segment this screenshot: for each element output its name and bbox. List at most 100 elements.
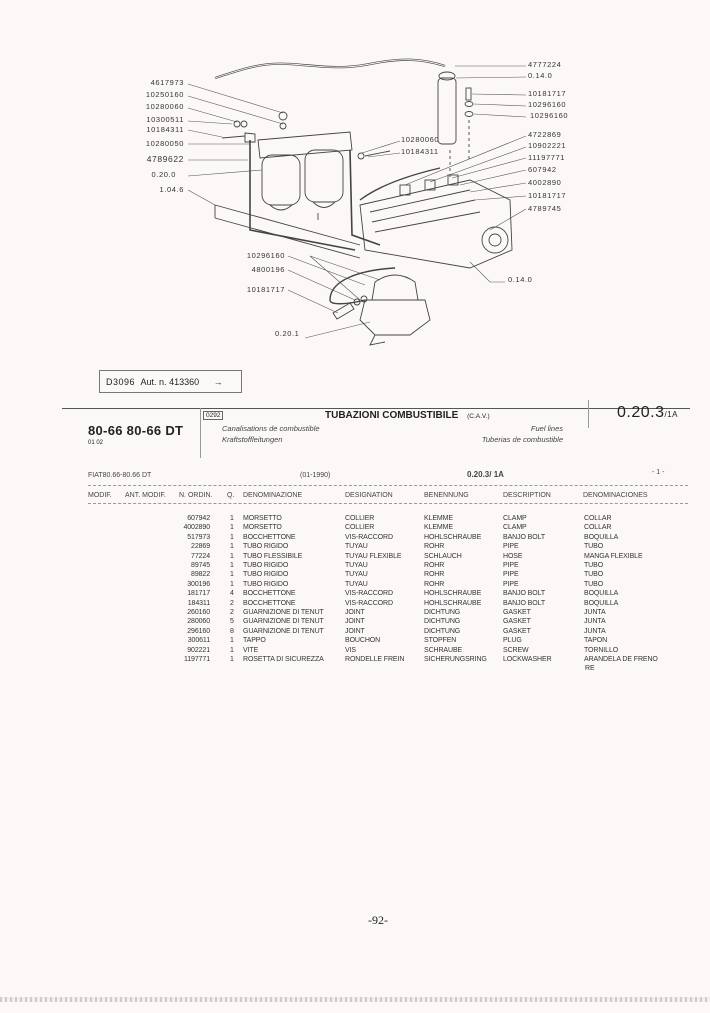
quantity: 1 <box>230 524 234 532</box>
french-name: COLLIER <box>345 515 375 522</box>
french-name: TUYAU <box>345 580 368 588</box>
divider <box>88 503 688 504</box>
page-indicator: - 1 - <box>652 469 665 476</box>
italian-name: BOCCHETTONE <box>243 590 296 598</box>
part-number: 181717 <box>187 590 210 598</box>
part-number: 296160 <box>187 627 210 635</box>
authorization-number: Aut. n. 413360 <box>140 377 200 387</box>
callout-label: 10181717 <box>528 191 567 200</box>
quantity: 2 <box>230 599 234 607</box>
french-name: JOINT <box>345 609 365 616</box>
english-name: PIPE <box>503 543 519 551</box>
english-name: PIPE <box>503 580 519 588</box>
part-number: 22869 <box>191 543 210 551</box>
divider <box>88 485 688 486</box>
callout-label: 4617973 <box>150 78 184 87</box>
callout-label: 10296160 <box>246 251 285 260</box>
callout-label: 10280050 <box>145 139 184 148</box>
callout-label: 1.04.6 <box>159 185 184 194</box>
edition-date: (01-1990) <box>300 472 331 479</box>
quantity: 1 <box>230 637 234 645</box>
spanish-name: ARANDELA DE FRENO <box>584 656 658 663</box>
part-number: 300611 <box>187 637 210 645</box>
part-number: 280060 <box>187 618 210 626</box>
part-number: 1197771 <box>183 656 210 663</box>
french-name: JOINT <box>345 627 365 635</box>
callout-label: 607942 <box>528 165 557 174</box>
french-name: TUYAU <box>345 562 368 569</box>
page-number: -92- <box>368 913 388 927</box>
french-name: VIS <box>345 646 356 654</box>
english-name: CLAMP <box>503 524 527 532</box>
part-number: 902221 <box>187 646 210 654</box>
french-name: VIS-RACCORD <box>345 533 393 541</box>
english-name: GASKET <box>503 618 531 626</box>
quantity: 8 <box>230 627 234 635</box>
english-name: GASKET <box>503 627 531 635</box>
part-number: 89745 <box>191 562 210 569</box>
spanish-name: TUBO <box>584 571 604 579</box>
spanish-name: TAPON <box>584 637 608 645</box>
german-name: KLEMME <box>424 515 453 522</box>
part-number: 4002890 <box>183 524 210 532</box>
german-name: STOPFEN <box>424 637 457 645</box>
part-number: 517973 <box>187 533 210 541</box>
spanish-name: TUBO <box>584 562 604 569</box>
spanish-name: BOQUILLA <box>584 590 619 598</box>
french-name: COLLIER <box>345 524 375 532</box>
part-number: 260160 <box>187 609 210 616</box>
callout-label: 0.20.0 <box>151 170 176 179</box>
french-name: BOUCHON <box>345 637 381 645</box>
english-name: LOCKWASHER <box>503 656 552 663</box>
column-header-modif: MODIF. <box>88 492 112 499</box>
drawing-code: D3096 <box>106 377 136 387</box>
section-number: 0.20.3/1A <box>617 404 678 422</box>
column-header-english: DESCRIPTION <box>503 492 551 499</box>
english-name: CLAMP <box>503 515 527 522</box>
part-number: 89822 <box>191 571 210 579</box>
divider <box>588 400 589 428</box>
column-header-quantity: Q. <box>227 492 235 499</box>
italian-name: VITE <box>243 646 259 654</box>
callout-label: 10280060 <box>145 102 184 111</box>
quantity: 1 <box>230 656 234 663</box>
german-name: HOHLSCHRAUBE <box>424 533 482 541</box>
callout-label: 10300511 <box>146 115 184 124</box>
spanish-name: COLLAR <box>584 524 612 532</box>
italian-name: BOCCHETTONE <box>243 599 296 607</box>
callout-label: 4722869 <box>528 130 562 139</box>
spanish-name: MANGA FLEXIBLE <box>584 552 643 560</box>
italian-name: BOCCHETTONE <box>243 533 296 541</box>
model-title: 80-66 80-66 DT <box>88 423 184 438</box>
french-name: JOINT <box>345 618 365 626</box>
callout-label: 10280060 <box>401 135 440 144</box>
english-name: BANJO BOLT <box>503 590 546 598</box>
italian-name: TAPPO <box>243 637 266 645</box>
german-name: ROHR <box>424 571 445 579</box>
fuel-lines-exploded-diagram <box>187 58 527 346</box>
reference-box: D3096 Aut. n. 413360 → <box>99 370 242 393</box>
german-name: ROHR <box>424 543 445 551</box>
section-title: TUBAZIONI COMBUSTIBILE (C.A.V.) <box>325 410 490 421</box>
english-name: PIPE <box>503 571 519 579</box>
german-name: SCHRAUBE <box>424 646 463 654</box>
german-name: DICHTUNG <box>424 618 461 626</box>
french-name: VIS-RACCORD <box>345 599 393 607</box>
title-german: Kraftstoffleitungen <box>222 435 283 444</box>
callout-label: 10296160 <box>530 111 569 120</box>
section-number-sub: /1A <box>664 410 678 419</box>
title-french: Canalisations de combustible <box>222 424 320 433</box>
quantity: 4 <box>230 590 234 598</box>
callout-label: 10181717 <box>528 89 567 98</box>
spanish-name: JUNTA <box>584 609 606 616</box>
divider <box>62 408 690 409</box>
model-reference: FIAT80.66-80.66 DT <box>88 472 152 479</box>
callout-label: 10902221 <box>528 141 567 150</box>
callout-label: 10184311 <box>146 125 184 134</box>
callout-label: 0.20.1 <box>275 329 300 338</box>
spanish-continuation: RE <box>585 665 595 673</box>
part-number: 184311 <box>187 599 210 607</box>
german-name: DICHTUNG <box>424 627 461 635</box>
english-name: BANJO BOLT <box>503 533 546 541</box>
italian-name: GUARNIZIONE DI TENUT <box>243 618 324 626</box>
